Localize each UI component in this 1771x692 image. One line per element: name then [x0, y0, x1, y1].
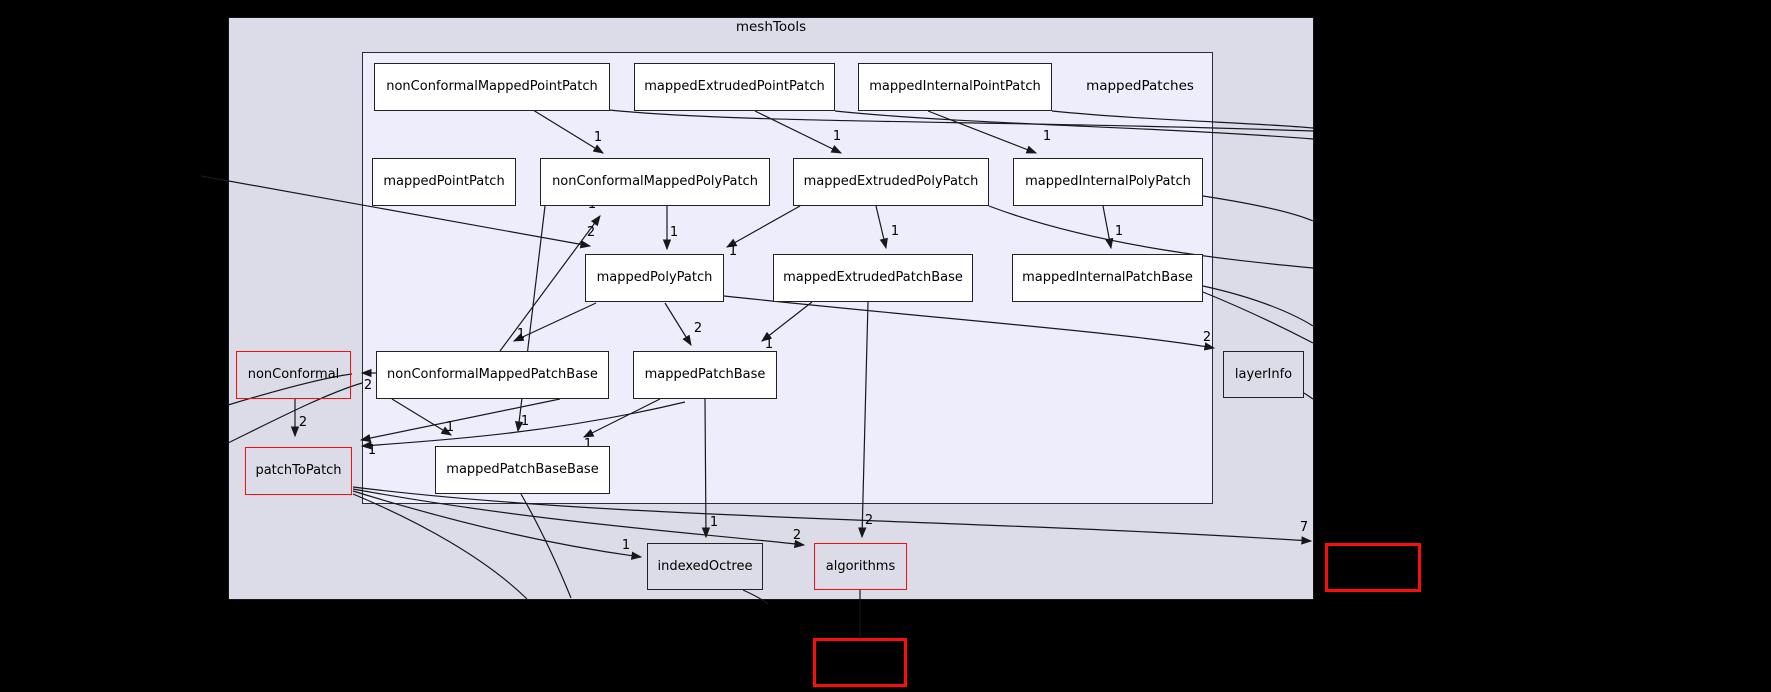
node-indexedOctree[interactable]: indexedOctree [647, 543, 763, 590]
node-mappedPolyPatch[interactable]: mappedPolyPatch [585, 254, 724, 302]
node-nonConformalMappedPolyPatch[interactable]: nonConformalMappedPolyPatch [540, 158, 770, 206]
cluster-label-meshTools[interactable]: meshTools [735, 19, 807, 35]
node-mappedPatchBase[interactable]: mappedPatchBase [633, 351, 777, 399]
node-mappedInternalPointPatch[interactable]: mappedInternalPointPatch [858, 63, 1052, 111]
node-mappedInternalPolyPatch[interactable]: mappedInternalPolyPatch [1013, 158, 1203, 206]
node-external-right[interactable] [1325, 543, 1421, 592]
node-nonConformal[interactable]: nonConformal [236, 351, 351, 399]
node-mappedPointPatch[interactable]: mappedPointPatch [372, 158, 516, 206]
node-mappedExtrudedPointPatch[interactable]: mappedExtrudedPointPatch [634, 63, 835, 111]
node-mappedPatchBaseBase[interactable]: mappedPatchBaseBase [435, 446, 610, 494]
node-layerInfo[interactable]: layerInfo [1223, 351, 1304, 398]
node-mappedExtrudedPolyPatch[interactable]: mappedExtrudedPolyPatch [793, 158, 989, 206]
node-mappedInternalPatchBase[interactable]: mappedInternalPatchBase [1012, 254, 1203, 302]
cluster-label-mappedPatches[interactable]: mappedPatches [1086, 78, 1194, 94]
node-algorithms[interactable]: algorithms [814, 543, 907, 590]
node-mappedExtrudedPatchBase[interactable]: mappedExtrudedPatchBase [773, 254, 973, 302]
node-patchToPatch[interactable]: patchToPatch [245, 447, 352, 495]
node-nonConformalMappedPatchBase[interactable]: nonConformalMappedPatchBase [376, 351, 609, 399]
node-external-bottom[interactable] [813, 638, 907, 687]
node-nonConformalMappedPointPatch[interactable]: nonConformalMappedPointPatch [374, 63, 610, 111]
